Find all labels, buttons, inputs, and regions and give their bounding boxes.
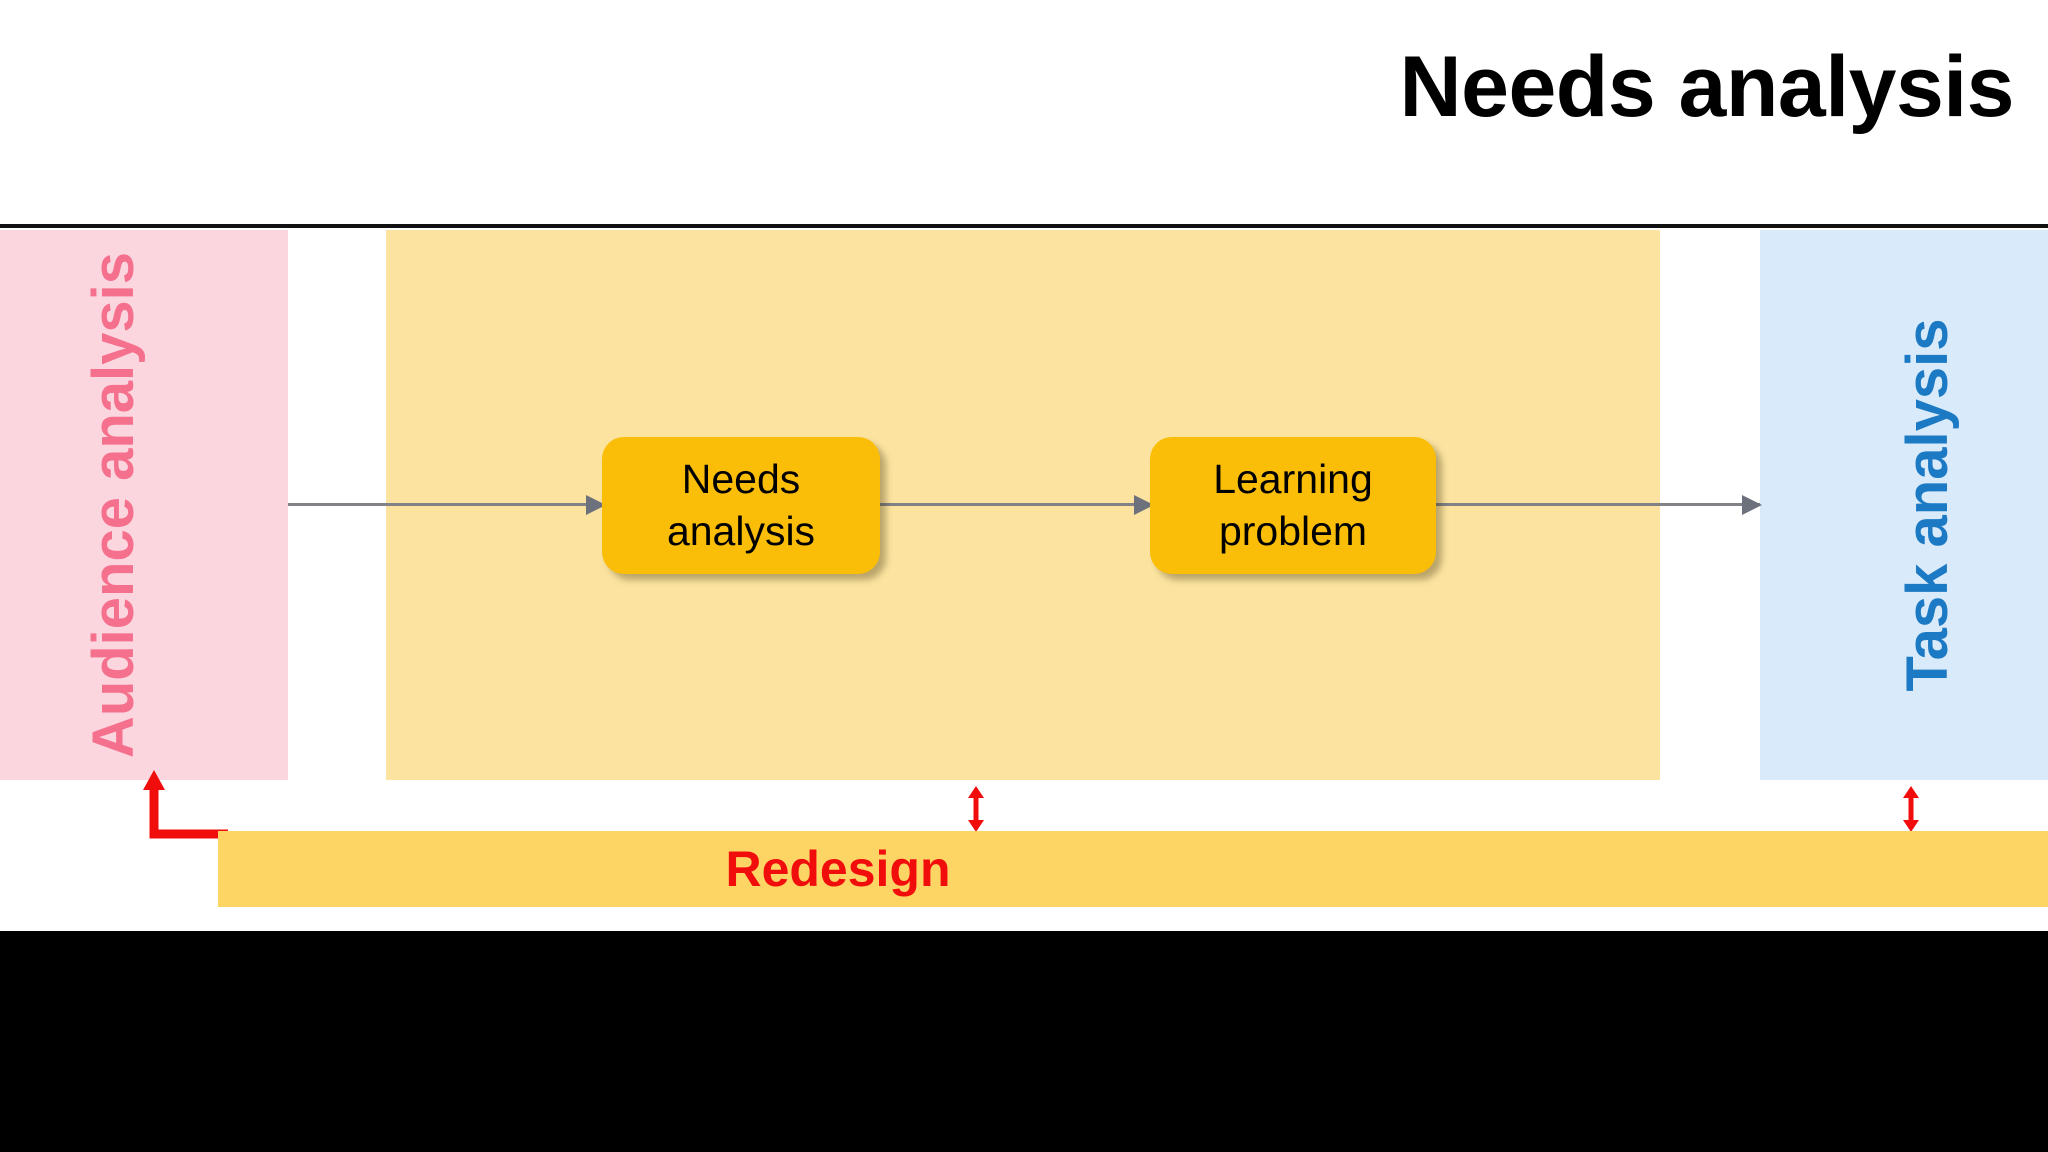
panel-audience-analysis-label: Audience analysis <box>81 251 146 759</box>
double-headed-arrow-icon-center <box>968 786 984 832</box>
title-divider-rule <box>0 224 2048 228</box>
panel-task-analysis: Task analysis <box>1760 230 2048 780</box>
bottom-black-band <box>0 931 2048 1152</box>
process-box-learning-problem-line1: Learning <box>1213 456 1373 503</box>
double-headed-arrow-icon-right <box>1903 786 1919 832</box>
process-box-needs-analysis-line2: analysis <box>666 507 816 554</box>
feedback-arrow-icon-to-audience <box>143 770 228 839</box>
redesign-bar-label: Redesign <box>725 841 951 897</box>
connector-arrow-learning-to-task <box>1436 503 1760 506</box>
connector-arrow-audience-to-needs <box>288 503 604 506</box>
process-box-needs-analysis-line1: Needs <box>681 456 801 503</box>
redesign-bar[interactable]: Redesign <box>218 831 2048 907</box>
page-title: Needs analysis <box>1399 39 2015 135</box>
panel-audience-analysis: Audience analysis <box>0 230 288 780</box>
process-box-learning-problem-line2: problem <box>1218 507 1368 554</box>
process-box-needs-analysis[interactable]: Needs analysis <box>602 437 880 574</box>
connector-arrow-needs-to-learning <box>880 503 1152 506</box>
process-box-learning-problem[interactable]: Learning problem <box>1150 437 1436 574</box>
panel-task-analysis-label: Task analysis <box>1895 318 1960 692</box>
